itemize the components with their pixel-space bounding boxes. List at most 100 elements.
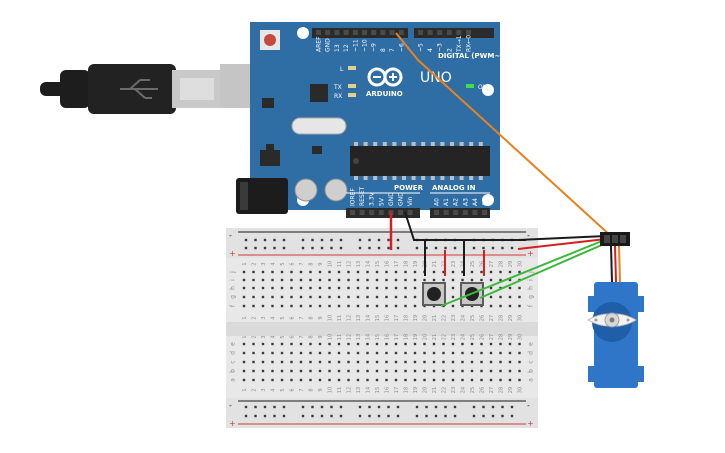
breadboard-hole[interactable] bbox=[261, 360, 265, 364]
breadboard-hole[interactable] bbox=[366, 369, 369, 373]
breadboard-hole[interactable] bbox=[309, 295, 312, 299]
breadboard-hole[interactable] bbox=[271, 378, 274, 382]
breadboard-hole[interactable] bbox=[453, 246, 457, 250]
breadboard-hole[interactable] bbox=[470, 278, 474, 282]
breadboard-hole[interactable] bbox=[356, 360, 360, 364]
header-pin[interactable] bbox=[443, 210, 449, 215]
breadboard-hole[interactable] bbox=[461, 351, 464, 355]
breadboard-hole[interactable] bbox=[252, 286, 255, 290]
breadboard-hole[interactable] bbox=[489, 342, 493, 346]
breadboard-hole[interactable] bbox=[273, 246, 276, 250]
breadboard-hole[interactable] bbox=[423, 342, 426, 346]
breadboard-hole[interactable] bbox=[396, 238, 400, 242]
breadboard-hole[interactable] bbox=[282, 238, 286, 242]
breadboard-hole[interactable] bbox=[508, 270, 512, 274]
breadboard-hole[interactable] bbox=[290, 360, 293, 364]
breadboard-hole[interactable] bbox=[328, 342, 331, 346]
breadboard-hole[interactable] bbox=[413, 378, 417, 382]
breadboard-hole[interactable] bbox=[425, 246, 428, 250]
breadboard-hole[interactable] bbox=[252, 342, 255, 346]
wire-control-1[interactable] bbox=[440, 240, 603, 307]
breadboard-hole[interactable] bbox=[501, 405, 504, 409]
breadboard-hole[interactable] bbox=[252, 351, 255, 355]
breadboard-hole[interactable] bbox=[413, 286, 417, 290]
breadboard-hole[interactable] bbox=[280, 351, 284, 355]
breadboard-hole[interactable] bbox=[282, 246, 286, 250]
breadboard-hole[interactable] bbox=[261, 270, 265, 274]
breadboard-hole[interactable] bbox=[366, 278, 369, 282]
breadboard-hole[interactable] bbox=[271, 360, 274, 364]
breadboard-hole[interactable] bbox=[339, 238, 343, 242]
breadboard-hole[interactable] bbox=[518, 286, 521, 290]
breadboard-hole[interactable] bbox=[385, 378, 388, 382]
breadboard-hole[interactable] bbox=[499, 304, 502, 308]
breadboard-hole[interactable] bbox=[404, 286, 407, 290]
breadboard-hole[interactable] bbox=[271, 351, 274, 355]
breadboard-hole[interactable] bbox=[299, 278, 303, 282]
breadboard-hole[interactable] bbox=[489, 270, 493, 274]
breadboard-hole[interactable] bbox=[330, 238, 333, 242]
breadboard-hole[interactable] bbox=[320, 405, 324, 409]
breadboard-hole[interactable] bbox=[320, 238, 324, 242]
breadboard-hole[interactable] bbox=[434, 246, 438, 250]
breadboard-hole[interactable] bbox=[299, 360, 303, 364]
breadboard-hole[interactable] bbox=[413, 360, 417, 364]
breadboard-hole[interactable] bbox=[451, 295, 455, 299]
breadboard-hole[interactable] bbox=[261, 295, 265, 299]
breadboard-hole[interactable] bbox=[387, 246, 390, 250]
header-pin[interactable] bbox=[398, 30, 404, 35]
breadboard-hole[interactable] bbox=[394, 286, 398, 290]
breadboard-hole[interactable] bbox=[301, 238, 305, 242]
breadboard-hole[interactable] bbox=[244, 238, 248, 242]
breadboard-hole[interactable] bbox=[489, 369, 493, 373]
breadboard-hole[interactable] bbox=[254, 414, 257, 418]
breadboard-hole[interactable] bbox=[347, 304, 350, 308]
breadboard-hole[interactable] bbox=[499, 278, 502, 282]
breadboard-hole[interactable] bbox=[501, 246, 504, 250]
breadboard-hole[interactable] bbox=[385, 304, 388, 308]
breadboard-hole[interactable] bbox=[366, 378, 369, 382]
breadboard-hole[interactable] bbox=[385, 360, 388, 364]
breadboard-hole[interactable] bbox=[366, 351, 369, 355]
breadboard-hole[interactable] bbox=[271, 270, 274, 274]
breadboard-hole[interactable] bbox=[451, 270, 455, 274]
breadboard-hole[interactable] bbox=[290, 342, 293, 346]
breadboard-hole[interactable] bbox=[396, 405, 400, 409]
breadboard-hole[interactable] bbox=[413, 342, 417, 346]
breadboard-hole[interactable] bbox=[404, 270, 407, 274]
breadboard-hole[interactable] bbox=[347, 369, 350, 373]
breadboard-hole[interactable] bbox=[299, 286, 303, 290]
breadboard-hole[interactable] bbox=[404, 360, 407, 364]
breadboard-hole[interactable] bbox=[491, 405, 495, 409]
breadboard-hole[interactable] bbox=[451, 286, 455, 290]
breadboard-hole[interactable] bbox=[394, 270, 398, 274]
breadboard-hole[interactable] bbox=[434, 405, 438, 409]
breadboard-hole[interactable] bbox=[328, 278, 331, 282]
breadboard-hole[interactable] bbox=[510, 405, 514, 409]
breadboard-hole[interactable] bbox=[518, 295, 521, 299]
header-pin[interactable] bbox=[343, 30, 349, 35]
breadboard-hole[interactable] bbox=[252, 270, 255, 274]
breadboard-hole[interactable] bbox=[301, 246, 305, 250]
breadboard-hole[interactable] bbox=[385, 351, 388, 355]
breadboard-hole[interactable] bbox=[508, 286, 512, 290]
breadboard-hole[interactable] bbox=[273, 405, 276, 409]
breadboard-hole[interactable] bbox=[320, 414, 324, 418]
breadboard-hole[interactable] bbox=[337, 342, 341, 346]
breadboard-hole[interactable] bbox=[261, 278, 265, 282]
breadboard-hole[interactable] bbox=[470, 378, 474, 382]
breadboard-hole[interactable] bbox=[356, 295, 360, 299]
breadboard-hole[interactable] bbox=[347, 270, 350, 274]
breadboard-hole[interactable] bbox=[404, 278, 407, 282]
breadboard-hole[interactable] bbox=[261, 342, 265, 346]
breadboard-hole[interactable] bbox=[470, 351, 474, 355]
breadboard-hole[interactable] bbox=[242, 295, 246, 299]
breadboard-hole[interactable] bbox=[337, 286, 341, 290]
breadboard-hole[interactable] bbox=[518, 351, 521, 355]
usb-cable[interactable] bbox=[40, 64, 220, 114]
breadboard-hole[interactable] bbox=[432, 369, 436, 373]
breadboard-hole[interactable] bbox=[394, 369, 398, 373]
breadboard-hole[interactable] bbox=[311, 414, 314, 418]
header-pin[interactable] bbox=[398, 210, 403, 215]
breadboard-hole[interactable] bbox=[282, 414, 286, 418]
